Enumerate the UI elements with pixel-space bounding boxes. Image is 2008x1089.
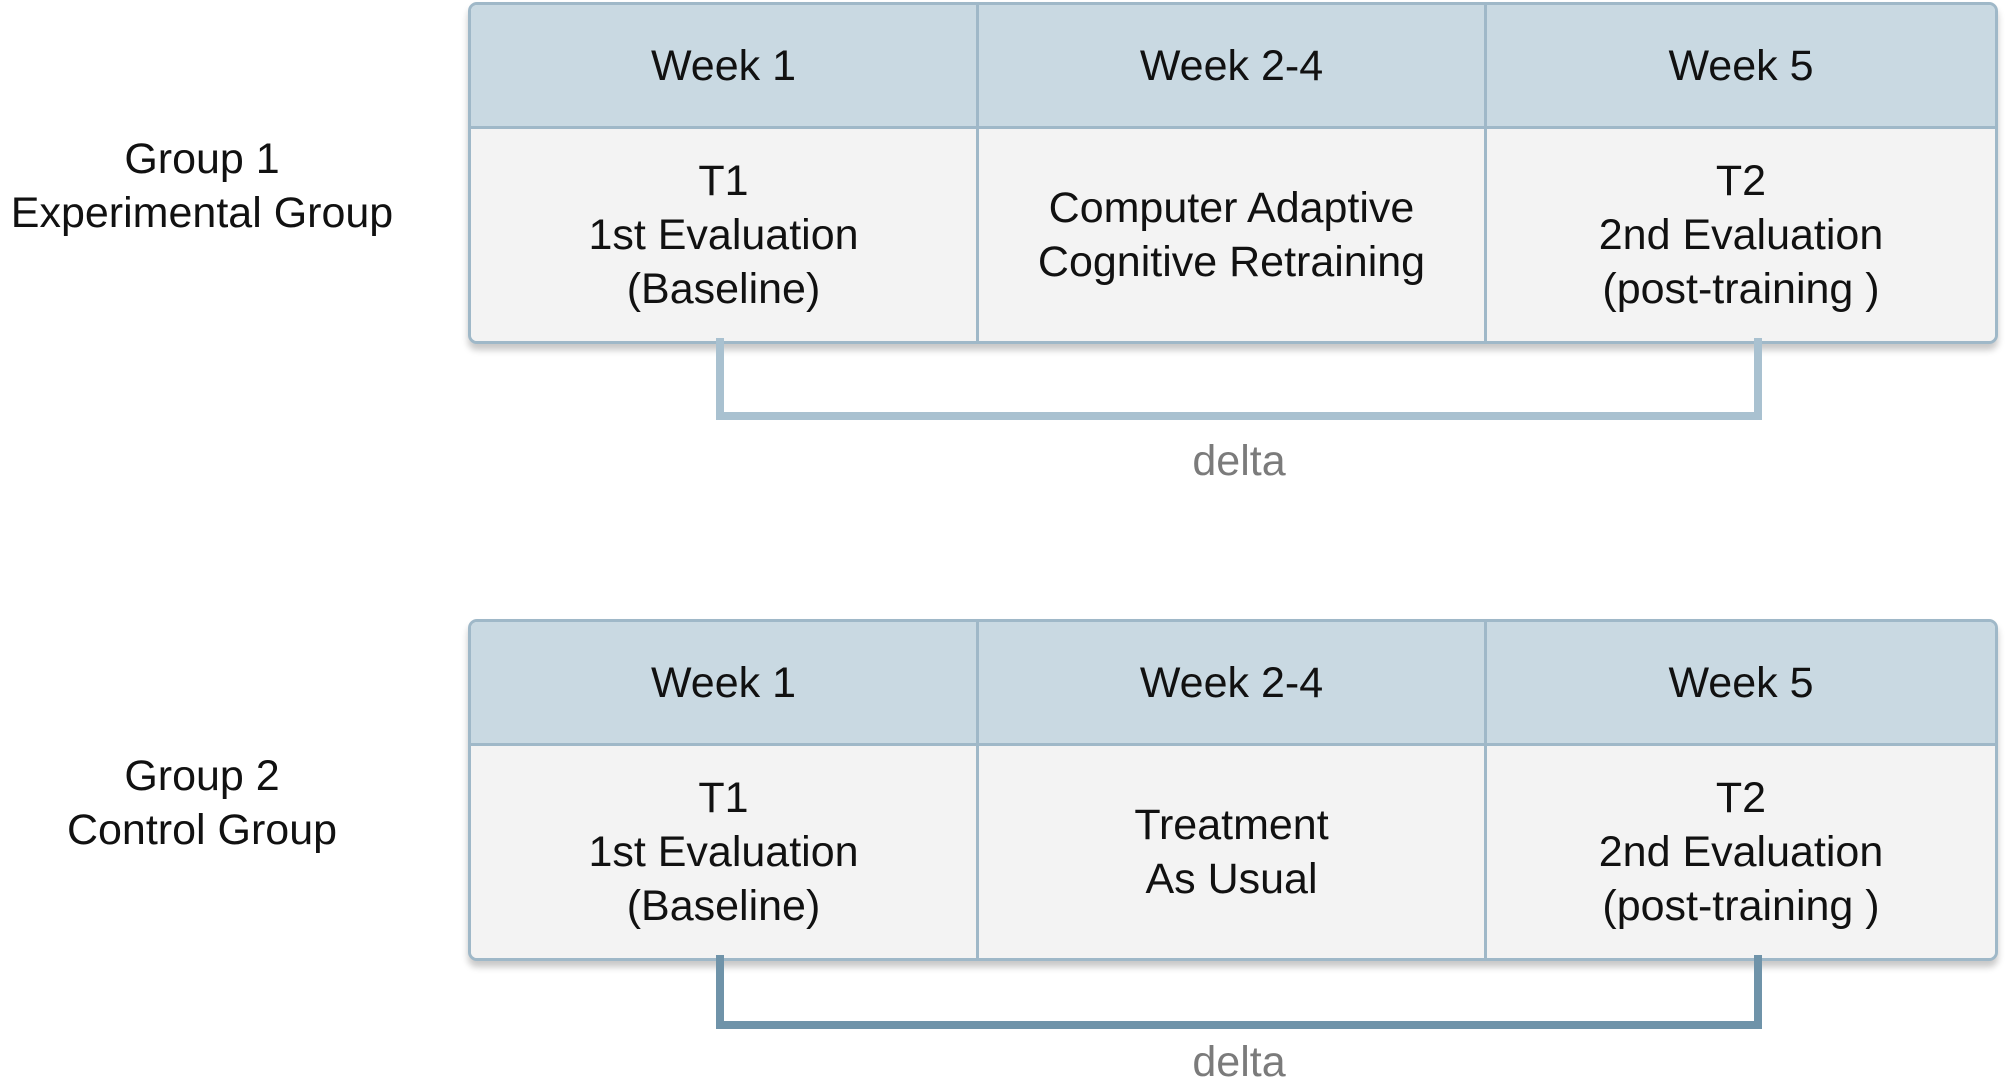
group-1-label: Group 1 Experimental Group <box>0 132 404 240</box>
group-2-cell-t1: T1 1st Evaluation (Baseline) <box>471 746 979 958</box>
group-1-header-week2-4: Week 2-4 <box>979 5 1487 129</box>
cell-line: T2 <box>1715 774 1767 822</box>
group-2-label-line2: Control Group <box>66 806 338 854</box>
group-1-cell-t1: T1 1st Evaluation (Baseline) <box>471 129 979 341</box>
cell-line: 2nd Evaluation <box>1598 211 1884 259</box>
group-2-delta-bracket <box>716 955 1762 1029</box>
cell-line: As Usual <box>1145 855 1318 903</box>
group-1-cell-t2: T2 2nd Evaluation (post-training ) <box>1487 129 1995 341</box>
group-2-label-line1: Group 2 <box>124 752 280 800</box>
group-2-cell-t2: T2 2nd Evaluation (post-training ) <box>1487 746 1995 958</box>
group-1-cell-intervention: Computer Adaptive Cognitive Retraining <box>979 129 1487 341</box>
group-2-schedule-table: Week 1 Week 2-4 Week 5 T1 1st Evaluation… <box>468 619 1998 961</box>
cell-line: 2nd Evaluation <box>1598 828 1884 876</box>
group-2-header-week1: Week 1 <box>471 622 979 746</box>
cell-line: T1 <box>698 157 749 205</box>
cell-line: (Baseline) <box>626 265 821 313</box>
group-1-delta-bracket <box>716 338 1762 420</box>
cell-line: Treatment <box>1134 801 1329 849</box>
cell-line: (Baseline) <box>626 882 821 930</box>
group-1-label-line2: Experimental Group <box>10 189 394 237</box>
group-1-delta-label: delta <box>1192 437 1286 485</box>
group-1-header-week5: Week 5 <box>1487 5 1995 129</box>
cell-line: T2 <box>1715 157 1767 205</box>
cell-line: (post-training ) <box>1602 882 1880 930</box>
cell-line: (post-training ) <box>1602 265 1880 313</box>
cell-line: Cognitive Retraining <box>1037 238 1426 286</box>
group-1-header-week1: Week 1 <box>471 5 979 129</box>
group-1-schedule-table: Week 1 Week 2-4 Week 5 T1 1st Evaluation… <box>468 2 1998 344</box>
group-2-header-week5: Week 5 <box>1487 622 1995 746</box>
cell-line: 1st Evaluation <box>588 211 859 259</box>
cell-line: 1st Evaluation <box>588 828 859 876</box>
group-1-label-line1: Group 1 <box>124 135 280 183</box>
group-2-header-week2-4: Week 2-4 <box>979 622 1487 746</box>
cell-line: Computer Adaptive <box>1048 184 1415 232</box>
group-2-label: Group 2 Control Group <box>0 749 404 857</box>
group-2-delta-label: delta <box>1192 1038 1286 1086</box>
group-2-cell-intervention: Treatment As Usual <box>979 746 1487 958</box>
cell-line: T1 <box>698 774 749 822</box>
